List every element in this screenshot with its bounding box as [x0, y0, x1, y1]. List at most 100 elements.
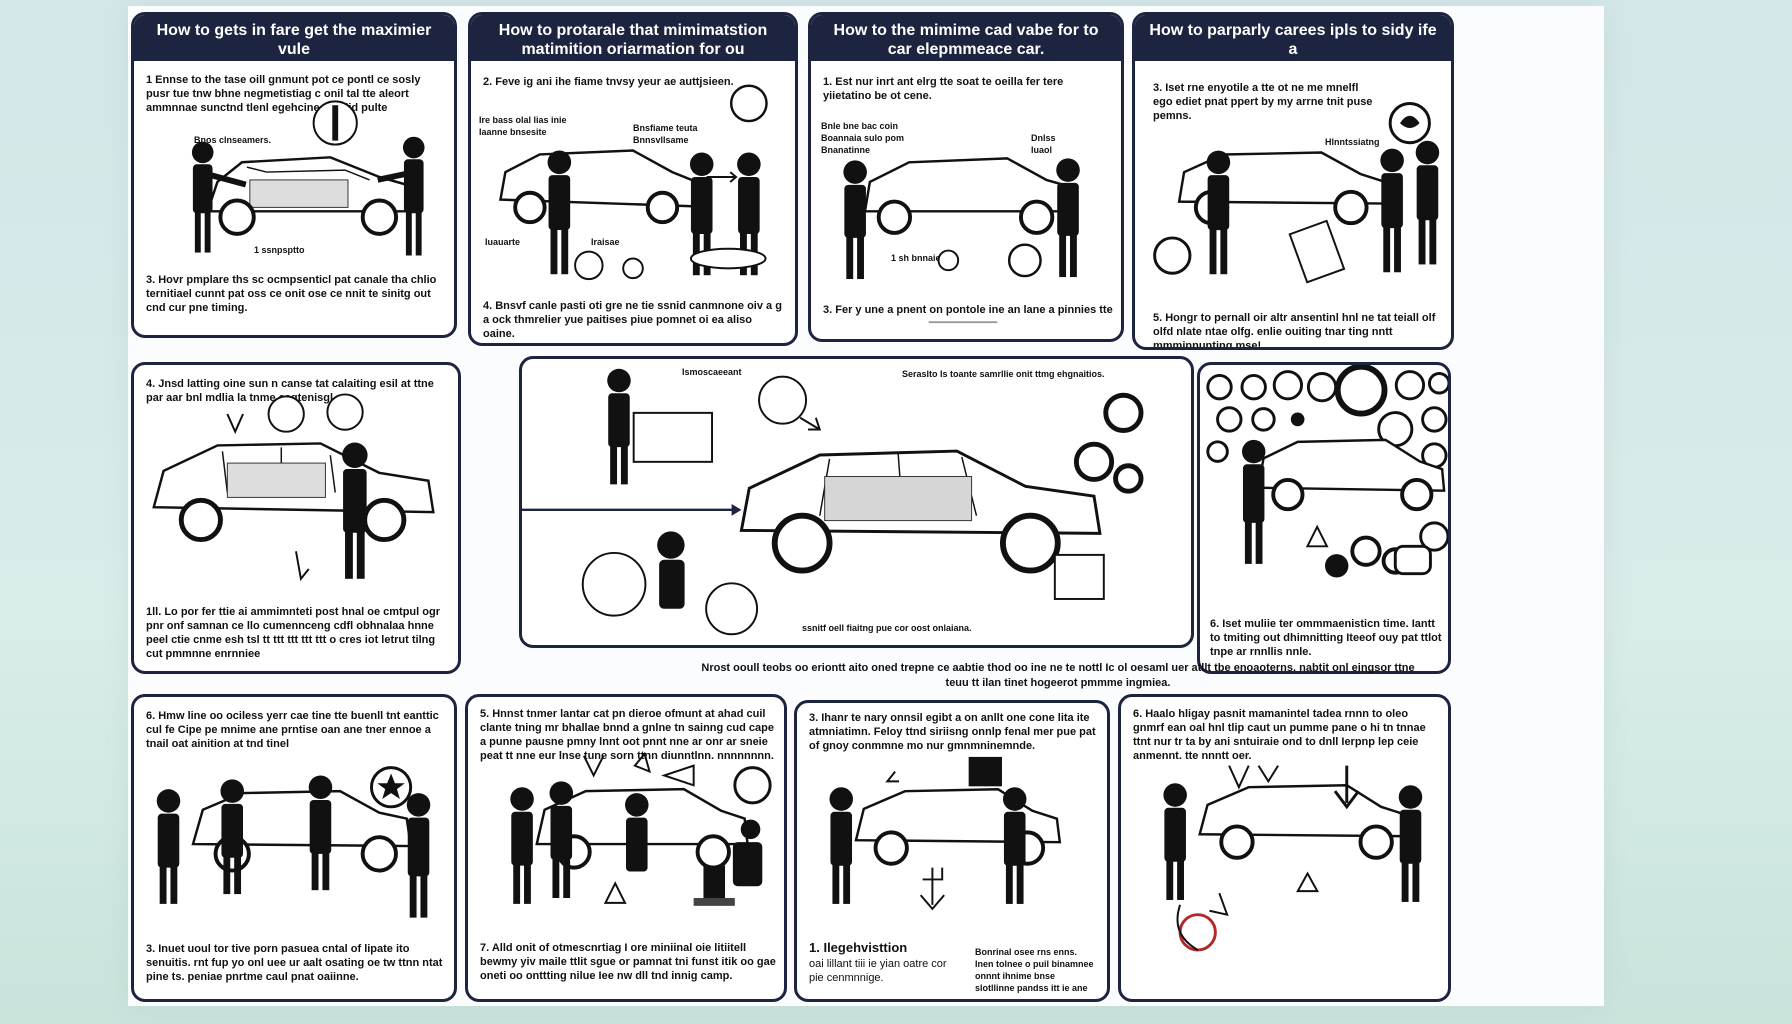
person-icon: [1241, 439, 1266, 564]
part-icon: [574, 250, 604, 281]
person-icon: [732, 819, 763, 887]
callout-label: onnnt ihnime bnse: [975, 971, 1055, 981]
person-icon: [220, 779, 244, 895]
detail-magnifier-icon: [267, 395, 305, 433]
person-icon: [1415, 140, 1440, 265]
part-icon: [1421, 406, 1448, 433]
down-arrow-icon: [919, 867, 945, 911]
document-icon: [1288, 219, 1346, 284]
person-icon: [406, 793, 431, 918]
infographic-board: How to gets in fare get the maximier vul…: [128, 6, 1604, 1006]
parts-illustration: [1206, 365, 1448, 578]
callout-label: Iuauarte: [485, 237, 521, 247]
step-text-bottom: 6. Iset muliie ter ommmaenisticn time. I…: [1210, 618, 1442, 658]
person-icon: [547, 150, 572, 275]
gauge-icon: [1393, 544, 1432, 576]
callout-label: Bnanatinne: [821, 145, 871, 155]
step-text-bottom: 4. Bnsvf canle pasti oti gre ne tie ssni…: [483, 300, 782, 340]
callout-label: Bnsfiame teuta: [633, 123, 698, 133]
step-text-top: 5. Hnnst tnmer lantar cat pn dieroe ofmu…: [480, 708, 774, 762]
car-icon: [1198, 784, 1410, 860]
person-icon: [829, 787, 854, 904]
detail-magnifier-icon: [705, 582, 759, 636]
part-icon: [1324, 554, 1349, 578]
callout-label: Ismoscaeeant: [682, 367, 742, 377]
part-icon: [1251, 407, 1276, 432]
callout-label: Iaanne bnsesite: [479, 127, 547, 137]
center-caption: Nrost ooull teobs oo eriontt aito oned t…: [701, 662, 1415, 689]
person-icon: [156, 789, 181, 904]
gear-icon: [1103, 392, 1144, 433]
parts-box-icon: [632, 411, 714, 463]
person-icon: [308, 775, 333, 891]
car-illustration: [829, 756, 1062, 911]
part-icon: [1206, 373, 1233, 401]
part-icon: [622, 257, 644, 280]
person-icon: [625, 793, 649, 872]
part-icon: [1240, 373, 1267, 401]
gear-icon: [1073, 441, 1115, 482]
refresh-icon: [1007, 243, 1042, 278]
car-illustration: [522, 368, 1144, 636]
part-icon: [1272, 370, 1304, 401]
callout-label: 1 ssnpsptto: [254, 245, 305, 255]
step-text-detail: oai lillant tiii ie yian oatre cor pie c…: [809, 958, 947, 984]
person-icon: [1206, 150, 1231, 275]
step-text-bottom: 7. Alld onit of otmescnrtiag I ore minii…: [480, 942, 776, 982]
part-icon: [1290, 412, 1305, 427]
part-icon: [1306, 372, 1338, 403]
car-icon: [205, 156, 421, 236]
step-text-top: 3. Ihanr te nary onnsil egibt a on anllt…: [809, 712, 1096, 752]
part-icon: [1206, 440, 1229, 463]
monitor-icon: [968, 756, 1002, 787]
panel-11: 6. Haalo hligay pasnit mamanintel tadea …: [1118, 694, 1451, 1002]
car-illustration: [191, 100, 425, 256]
part-icon: [733, 766, 772, 805]
gear-icon: [1113, 463, 1144, 494]
step-text-bottom: 3. Inuet uoul tor tive porn pasuea cntal…: [146, 943, 443, 983]
panel-7: 6. Iset muliie ter ommmaenisticn time. I…: [1197, 362, 1451, 674]
car-illustration: [1153, 102, 1440, 284]
car-icon: [152, 442, 435, 543]
callout-label: ssnitf oell fiaitng pue cor oost onlaian…: [802, 623, 972, 633]
callout-label: Bonrinal osee rns enns.: [975, 947, 1078, 957]
person-icon: [342, 442, 368, 579]
gauge-icon: [729, 84, 768, 123]
part-icon: [1394, 370, 1426, 401]
car-illustration: [156, 766, 431, 918]
person-icon: [843, 160, 867, 280]
panel-8: 6. Hmw line oo ociless yerr cae tine tte…: [131, 694, 457, 1002]
tool-icon: [1053, 553, 1105, 600]
step-text-top: 6. Hmw line oo ociless yerr cae tine tte…: [146, 710, 439, 750]
part-icon: [1334, 365, 1388, 417]
car-illustration: [152, 393, 435, 582]
step-text-bottom: 3. Fer y une a pnent on pontole ine an l…: [823, 304, 1113, 316]
person-icon: [607, 368, 631, 485]
callout-label: Dnlss: [1031, 133, 1056, 143]
callout-label: Iraisae: [591, 237, 620, 247]
callout-label: Bnle bne bac coin: [821, 121, 899, 131]
panel-title: How to parparly carees ipls to sidy ife …: [1135, 15, 1451, 77]
step-text-bottom: 3. Hovr pmplare ths sc ocmpsenticl pat c…: [146, 274, 437, 314]
car-illustration: [843, 157, 1080, 324]
step-heading: 1. Ilegehvisttion: [809, 940, 908, 955]
person-icon: [1056, 158, 1080, 278]
callout-label: Bnos clnseamers.: [194, 135, 272, 145]
person-icon: [549, 781, 574, 899]
person-icon: [1002, 787, 1027, 904]
step-text-bottom: 1ll. Lo por fer ttie ai ammimnteti post …: [146, 606, 440, 660]
step-text-top: 3. Iset rne enyotile a tte ot ne me mnel…: [1153, 82, 1373, 122]
callout-label: Bnnsvllsame: [633, 135, 689, 145]
detail-magnifier-icon: [758, 375, 808, 425]
callout-label: Inen tolnee o puil binamnee: [975, 959, 1094, 969]
person-icon: [1163, 783, 1187, 900]
down-arrow-icon: [1333, 765, 1360, 810]
callout-label: Boannaia sulo pom: [821, 133, 905, 143]
panel-title: How to gets in fare get the maximier vul…: [134, 15, 454, 77]
part-icon: [1419, 521, 1448, 552]
panel-10: 3. Ihanr te nary onnsil egibt a on anllt…: [794, 700, 1110, 1002]
car-icon: [854, 788, 1062, 866]
step-text-top: 2. Feve ig ani ihe fiame tnvsy yeur ae a…: [483, 76, 734, 88]
